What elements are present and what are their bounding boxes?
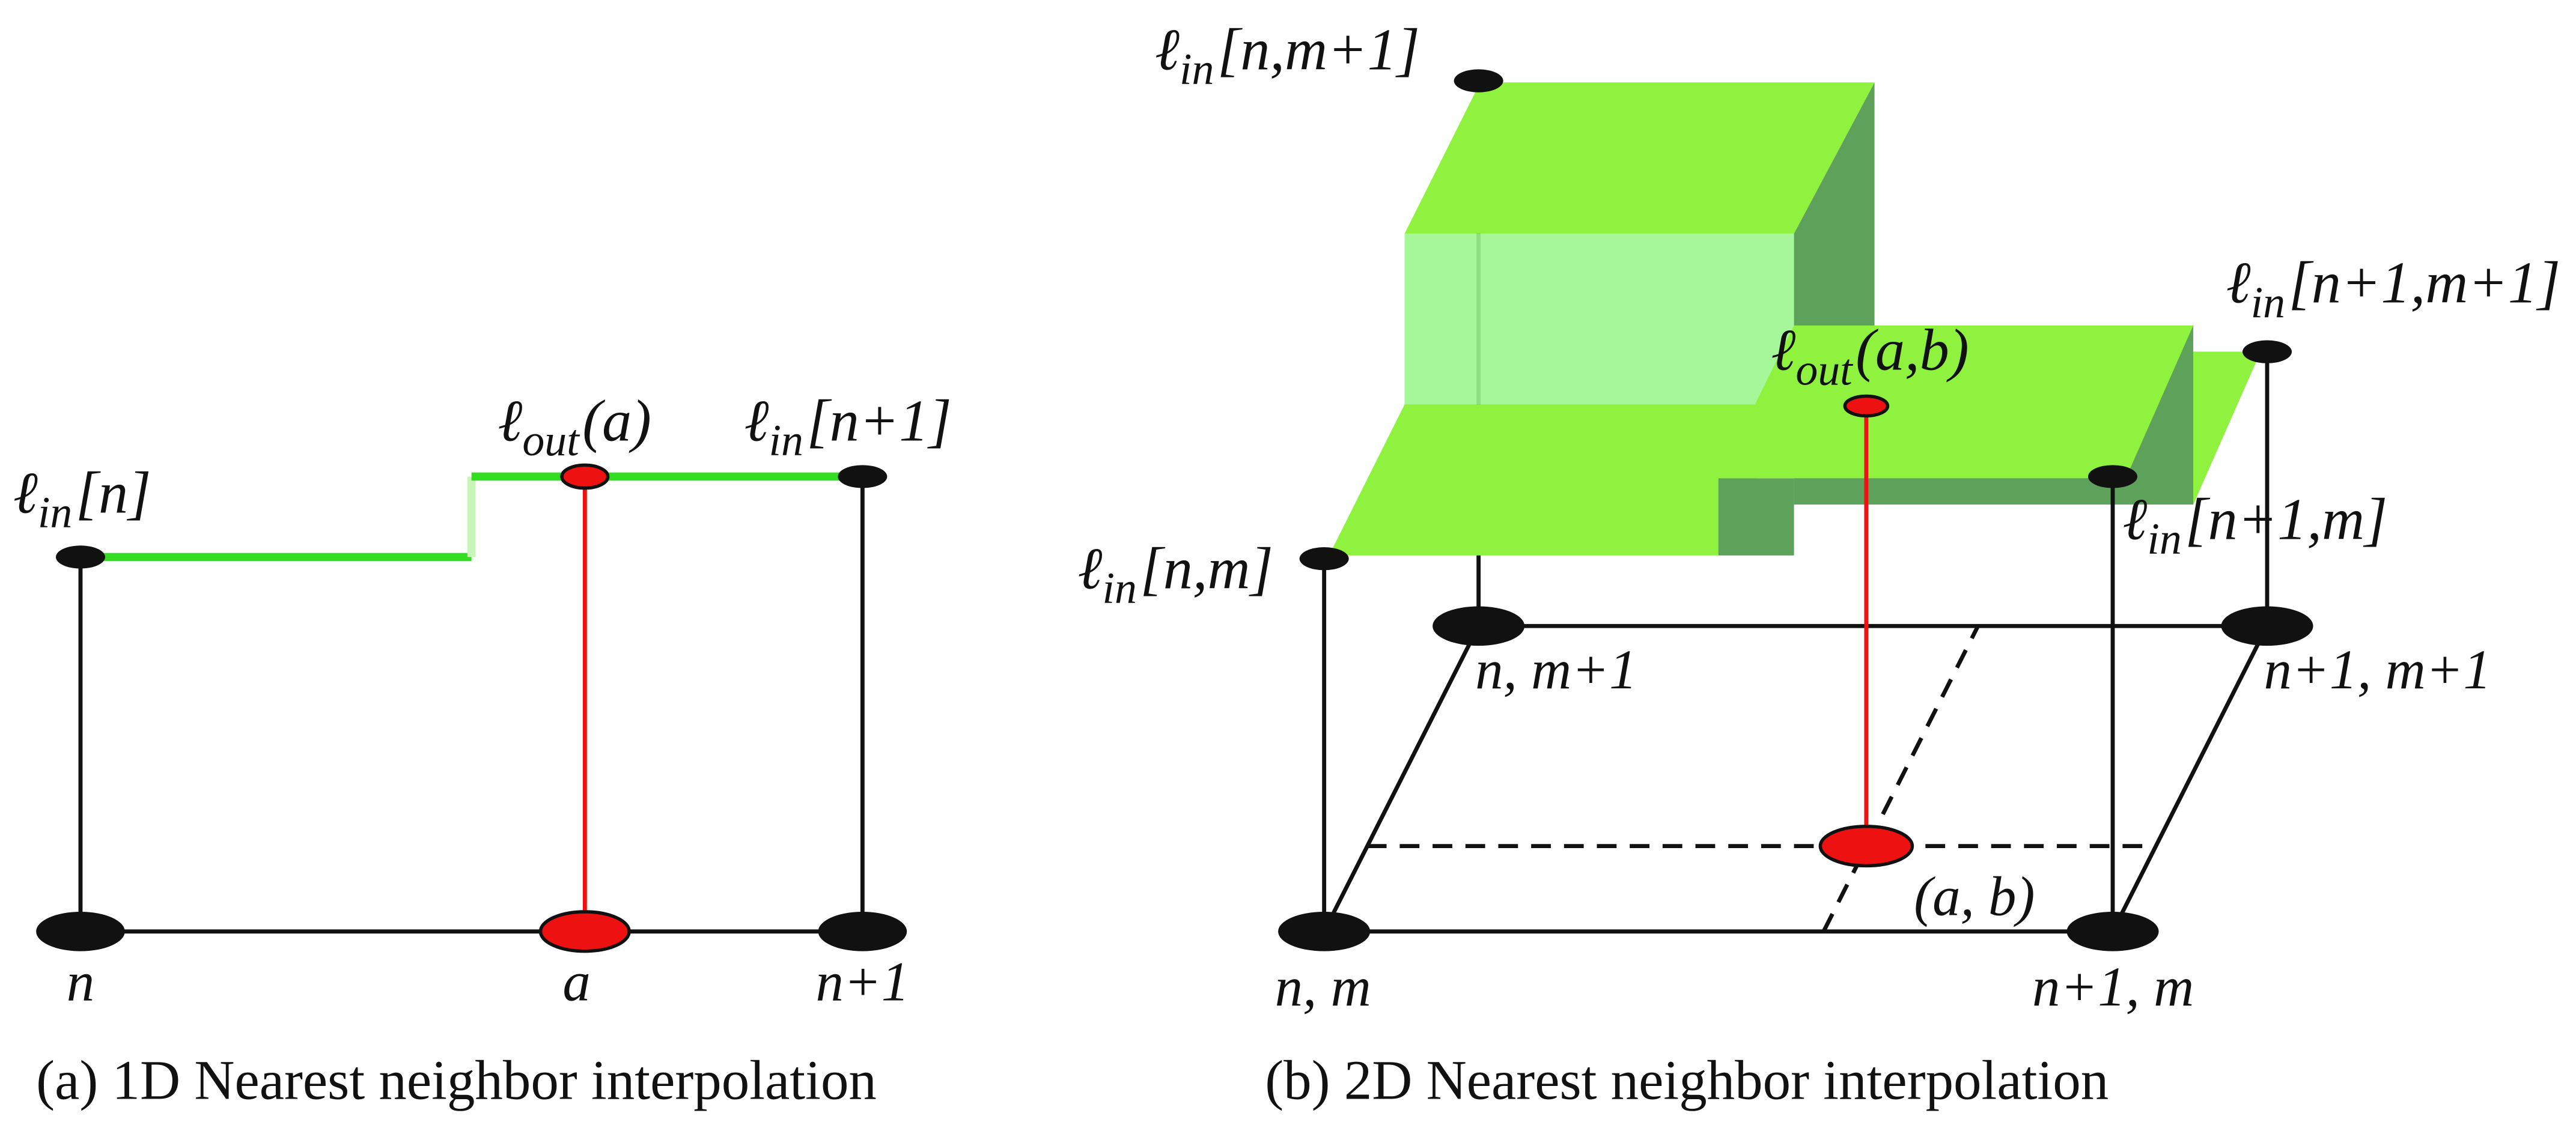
tick-label-n: n — [67, 951, 94, 1013]
panel-a: ℓin[n] ℓout(a) ℓin[n+1] n a n+1 (a) 1D N… — [13, 388, 952, 1111]
caption-b: (b) 2D Nearest neighbor interpolation — [1265, 1050, 2109, 1112]
label-lin-n1: ℓin[n+1] — [744, 388, 952, 465]
output-dot-a — [538, 910, 631, 953]
label-lin-nm: ℓin[n,m] — [1078, 536, 1273, 613]
sample-dot-n1m — [2066, 911, 2159, 951]
nn-surface — [1329, 82, 2261, 556]
surface-tall-block-top — [1404, 82, 1875, 234]
sample-dot-n-top — [55, 545, 105, 569]
label-lout-ab: ℓout(a,b) — [1771, 318, 1969, 395]
output-dot-ab — [1818, 825, 1914, 868]
output-dot-a-top — [560, 463, 610, 490]
output-dot-ab-top — [1843, 394, 1890, 418]
point-label-n1m: n+1, m — [2032, 956, 2194, 1018]
sample-dot-n1m1-top — [2242, 340, 2292, 363]
sample-dot-n1m1 — [2221, 606, 2313, 646]
label-lin-n1m1: ℓin[n+1,m+1] — [2226, 250, 2561, 327]
grid-left-edge — [1322, 625, 1481, 933]
grid-right-edge — [2110, 625, 2270, 933]
caption-a: (a) 1D Nearest neighbor interpolation — [36, 1050, 877, 1112]
sample-dot-nm-top — [1299, 547, 1349, 571]
sample-dot-n1-top — [838, 465, 888, 488]
surface-right-block-top — [1718, 325, 2193, 479]
tick-label-a: a — [562, 951, 590, 1013]
tick-label-n1: n+1 — [816, 951, 910, 1013]
surface-step-front — [1718, 478, 1794, 556]
label-lin-n: ℓin[n] — [13, 461, 151, 538]
panel-b: ℓin[n,m+1] ℓin[n+1,m+1] ℓout(a,b) ℓin[n,… — [1078, 17, 2561, 1111]
point-label-n1m1: n+1, m+1 — [2264, 639, 2491, 701]
sample-dot-n1 — [818, 911, 907, 951]
label-lin-nm1: ℓin[n,m+1] — [1155, 17, 1420, 94]
grid-dashed-diagonal — [1821, 625, 1980, 933]
sample-dot-nm1 — [1433, 606, 1525, 646]
point-label-nm: n, m — [1275, 956, 1371, 1018]
point-label-nm1: n, m+1 — [1475, 639, 1637, 701]
surface-left-top — [1329, 404, 1794, 556]
label-lin-n1m: ℓin[n+1,m] — [2122, 487, 2387, 563]
surface-tall-block-front — [1404, 233, 1794, 405]
sample-dot-n — [36, 911, 125, 951]
point-label-ab: (a, b) — [1914, 866, 2035, 927]
sample-dot-nm1-top — [1454, 69, 1503, 92]
label-lout-a: ℓout(a) — [498, 388, 651, 465]
sample-dot-n1m-top — [2087, 465, 2138, 488]
sample-dot-nm — [1278, 911, 1371, 951]
